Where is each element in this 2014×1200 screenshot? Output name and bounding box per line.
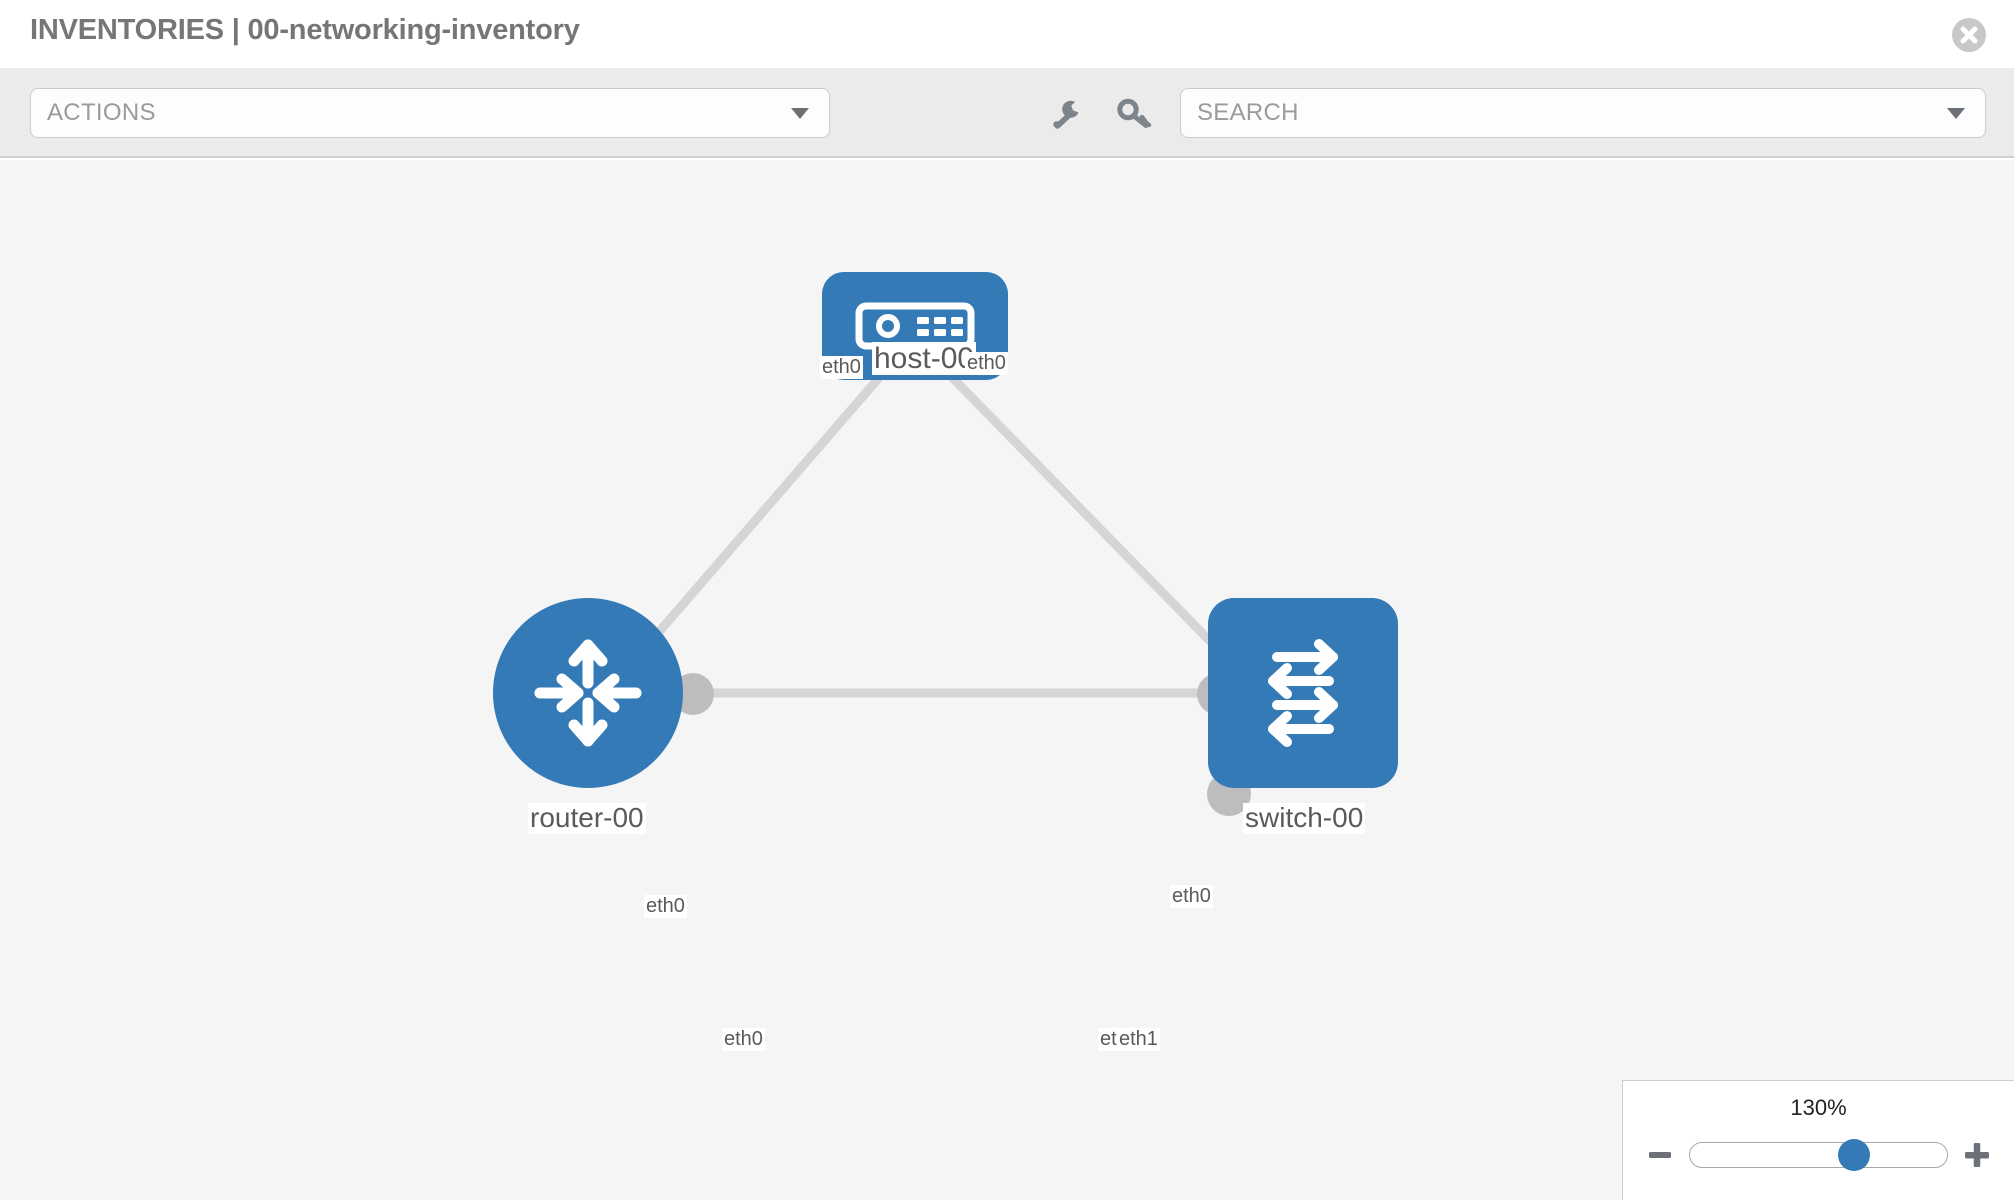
actions-dropdown[interactable]: ACTIONS bbox=[30, 88, 830, 138]
page-header: INVENTORIES | 00-networking-inventory bbox=[0, 0, 2014, 68]
zoom-slider-thumb[interactable] bbox=[1838, 1139, 1871, 1171]
iface-label-switch-left: eth1 bbox=[1117, 1028, 1160, 1051]
chevron-down-icon bbox=[791, 107, 809, 119]
zoom-slider-track[interactable] bbox=[1689, 1139, 1948, 1171]
chevron-down-icon bbox=[1947, 107, 1965, 119]
node-label-router-00: router-00 bbox=[528, 802, 646, 834]
wrench-icon[interactable] bbox=[1046, 94, 1086, 134]
zoom-control-panel: 130% bbox=[1622, 1080, 2014, 1200]
zoom-out-button[interactable] bbox=[1643, 1138, 1677, 1172]
node-label-host-00: host-00 bbox=[872, 342, 977, 375]
search-input[interactable]: SEARCH bbox=[1180, 88, 1986, 138]
topology-canvas[interactable]: host-00 eth0 eth0 bbox=[0, 160, 2014, 1200]
iface-label-switch-up: eth0 bbox=[1170, 885, 1213, 908]
page-title: INVENTORIES | 00-networking-inventory bbox=[30, 14, 580, 46]
link-host-switch bbox=[935, 360, 1253, 685]
zoom-slider-row bbox=[1643, 1133, 1994, 1177]
iface-label-host-left: eth0 bbox=[820, 356, 863, 379]
actions-dropdown-label: ACTIONS bbox=[47, 99, 156, 126]
close-icon[interactable] bbox=[1952, 18, 1986, 52]
search-input-value: SEARCH bbox=[1197, 99, 1299, 126]
iface-label-host-right: eth0 bbox=[965, 352, 1008, 375]
key-icon[interactable] bbox=[1114, 94, 1154, 134]
zoom-level-label: 130% bbox=[1790, 1095, 1847, 1120]
iface-label-router-up: eth0 bbox=[644, 895, 687, 918]
zoom-in-button[interactable] bbox=[1960, 1138, 1994, 1172]
router-icon[interactable] bbox=[493, 598, 683, 788]
iface-label-router-right: eth0 bbox=[722, 1028, 765, 1051]
toolbar: ACTIONS SEARCH bbox=[0, 68, 2014, 158]
node-label-switch-00: switch-00 bbox=[1243, 802, 1366, 834]
switch-icon[interactable] bbox=[1208, 598, 1398, 788]
